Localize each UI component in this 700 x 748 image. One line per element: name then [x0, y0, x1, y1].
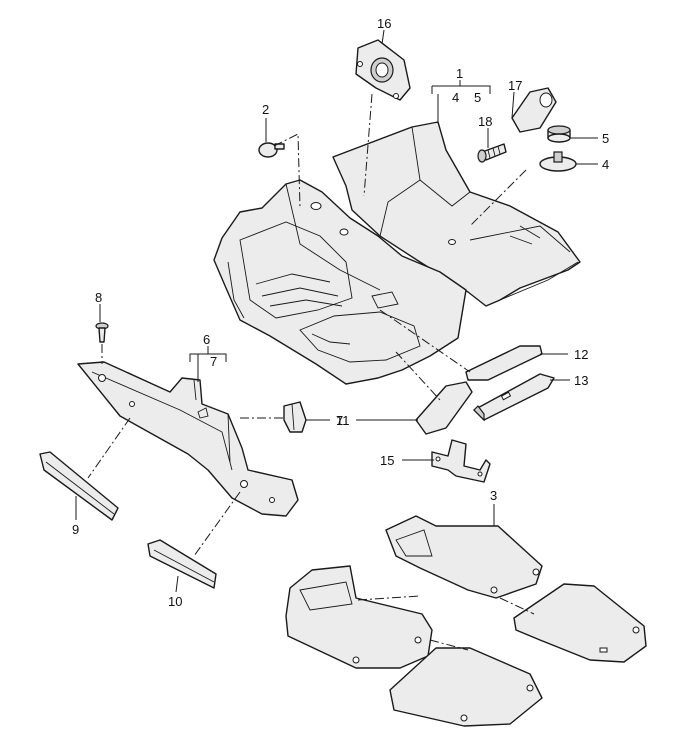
label-17: 17 — [508, 78, 522, 93]
label-5: 5 — [602, 131, 609, 146]
label-7: 7 — [336, 413, 343, 428]
label-10: 10 — [168, 594, 182, 609]
label-9: 9 — [72, 522, 79, 537]
part-2-clip — [258, 142, 285, 158]
label-6-sub-7: 7 — [210, 354, 217, 369]
part-8-screw — [95, 322, 109, 343]
part-6-sill-trim — [77, 361, 299, 517]
part-17-bracket — [511, 87, 557, 133]
label-1-sub-5: 5 — [474, 90, 481, 105]
part-3-floor-mats — [285, 515, 647, 727]
callout-labels: 16 1 4 5 2 17 18 5 4 8 6 7 7 9 10 11 12 … — [72, 16, 609, 609]
label-4: 4 — [602, 157, 609, 172]
part-13-bracket — [473, 373, 555, 422]
part-11-heel-pad — [415, 381, 473, 435]
label-12: 12 — [574, 347, 588, 362]
label-13: 13 — [574, 373, 588, 388]
part-9-strip — [39, 451, 119, 521]
label-1: 1 — [456, 66, 463, 81]
leader-lines — [75, 29, 598, 593]
assembly-lines — [87, 93, 535, 651]
label-3: 3 — [490, 488, 497, 503]
part-12-pad — [465, 345, 543, 381]
part-5-fastener — [547, 125, 571, 143]
part-15-bracket — [431, 439, 491, 483]
label-16: 16 — [377, 16, 391, 31]
main-floor-carpet — [213, 121, 581, 385]
part-18-screw — [477, 143, 507, 163]
part-10-strip — [147, 539, 217, 589]
part-4-washer — [539, 151, 577, 172]
label-1-sub-4: 4 — [452, 90, 459, 105]
label-8: 8 — [95, 290, 102, 305]
part-16-grommet-plate — [355, 39, 411, 101]
label-11: 11 — [336, 413, 350, 428]
part-7-clip — [283, 401, 307, 433]
label-18: 18 — [478, 114, 492, 129]
label-15: 15 — [380, 453, 394, 468]
label-6: 6 — [203, 332, 210, 347]
label-2: 2 — [262, 102, 269, 117]
